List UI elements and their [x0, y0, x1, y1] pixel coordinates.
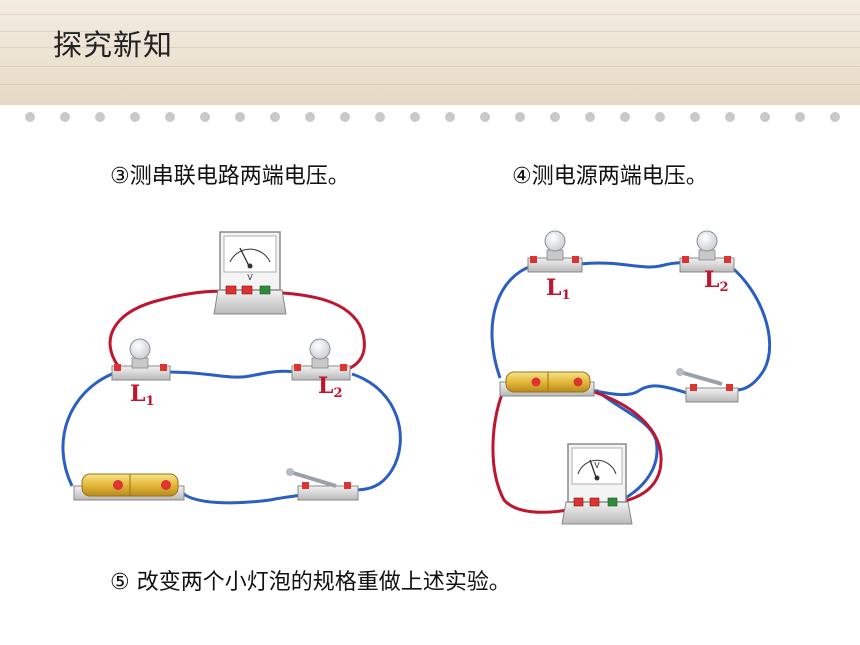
label-l2-left: L2	[318, 373, 343, 401]
page-title: 探究新知	[53, 28, 174, 62]
right-wire-blue	[589, 384, 691, 397]
right-wire-red	[491, 383, 579, 514]
label-l1-right: L1	[546, 275, 571, 303]
right-circuit: L1 L2	[490, 230, 772, 525]
right-wire-blue	[579, 261, 691, 269]
left-wire-blue	[178, 489, 306, 505]
left-wire-blue	[167, 369, 297, 379]
right-wire-blue	[490, 264, 533, 379]
header-banner	[0, 0, 860, 105]
svg-text:V: V	[594, 461, 600, 470]
label-l1-left: L1	[130, 381, 155, 409]
step-4-text: ④测电源两端电压。	[512, 164, 708, 189]
right-bulb-l1	[527, 230, 583, 273]
left-bulb-l1	[111, 338, 171, 381]
label-l2-right: L2	[704, 267, 729, 295]
dot-divider	[25, 112, 840, 122]
right-bulb-l2	[679, 230, 735, 273]
right-wire-blue	[729, 264, 772, 392]
right-wire-red	[593, 390, 663, 504]
left-wire-red	[108, 289, 233, 367]
step-5-text: ⑤ 改变两个小灯泡的规格重做上述实验。	[110, 570, 511, 595]
right-switch	[676, 368, 739, 403]
step-3-text: ③测串联电路两端电压。	[110, 164, 350, 189]
left-switch	[286, 468, 359, 501]
left-voltmeter: V	[213, 231, 287, 315]
left-bulb-l2	[291, 338, 351, 381]
left-wire-blue	[351, 372, 402, 492]
left-wire-red	[267, 290, 366, 370]
right-battery	[499, 371, 595, 397]
svg-text:V: V	[247, 273, 253, 282]
left-wire-blue	[61, 372, 113, 487]
left-battery	[73, 473, 185, 501]
left-circuit: V L1 L2	[61, 231, 402, 505]
right-voltmeter: V	[561, 443, 633, 525]
